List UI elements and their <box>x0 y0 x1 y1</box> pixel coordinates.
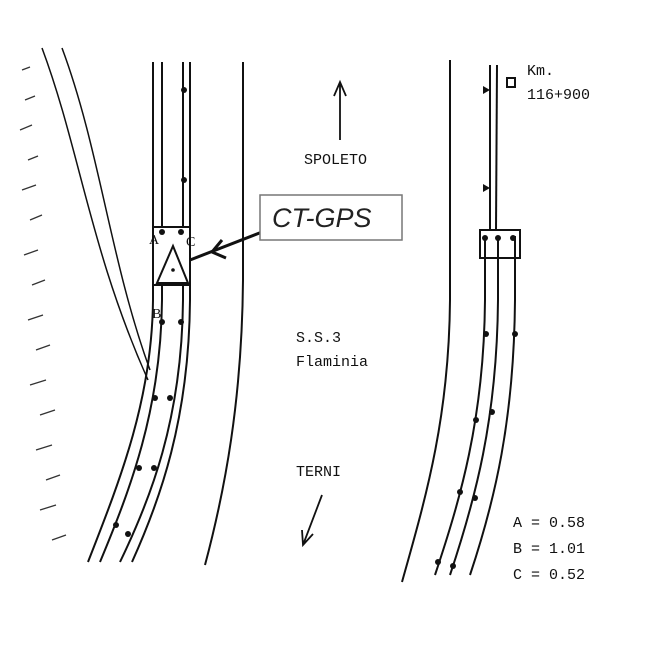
point-a-label: A <box>149 233 160 248</box>
south-destination: TERNI <box>296 464 341 481</box>
left-road <box>87 62 244 566</box>
north-destination: SPOLETO <box>304 152 367 169</box>
km-value: 116+900 <box>527 87 590 104</box>
right-road <box>401 60 521 583</box>
road-name-line1: S.S.3 <box>296 330 341 347</box>
km-marker-icon <box>506 77 516 88</box>
gps-arrow-icon <box>189 230 263 262</box>
gps-label: CT-GPS <box>272 203 372 233</box>
point-c-label: C <box>186 235 195 250</box>
point-b-label: B <box>152 307 161 322</box>
embankment <box>19 47 151 541</box>
road-name-line2: Flaminia <box>296 354 368 371</box>
south-arrow-icon <box>301 494 323 548</box>
gps-triangle-icon <box>155 243 190 284</box>
km-label: Km. <box>527 63 554 80</box>
measurement-b: B = 1.01 <box>513 541 585 558</box>
measurement-c: C = 0.52 <box>513 567 585 584</box>
gps-label-box <box>259 194 403 241</box>
north-arrow-icon <box>333 79 347 140</box>
measurement-a: A = 0.58 <box>513 515 585 532</box>
